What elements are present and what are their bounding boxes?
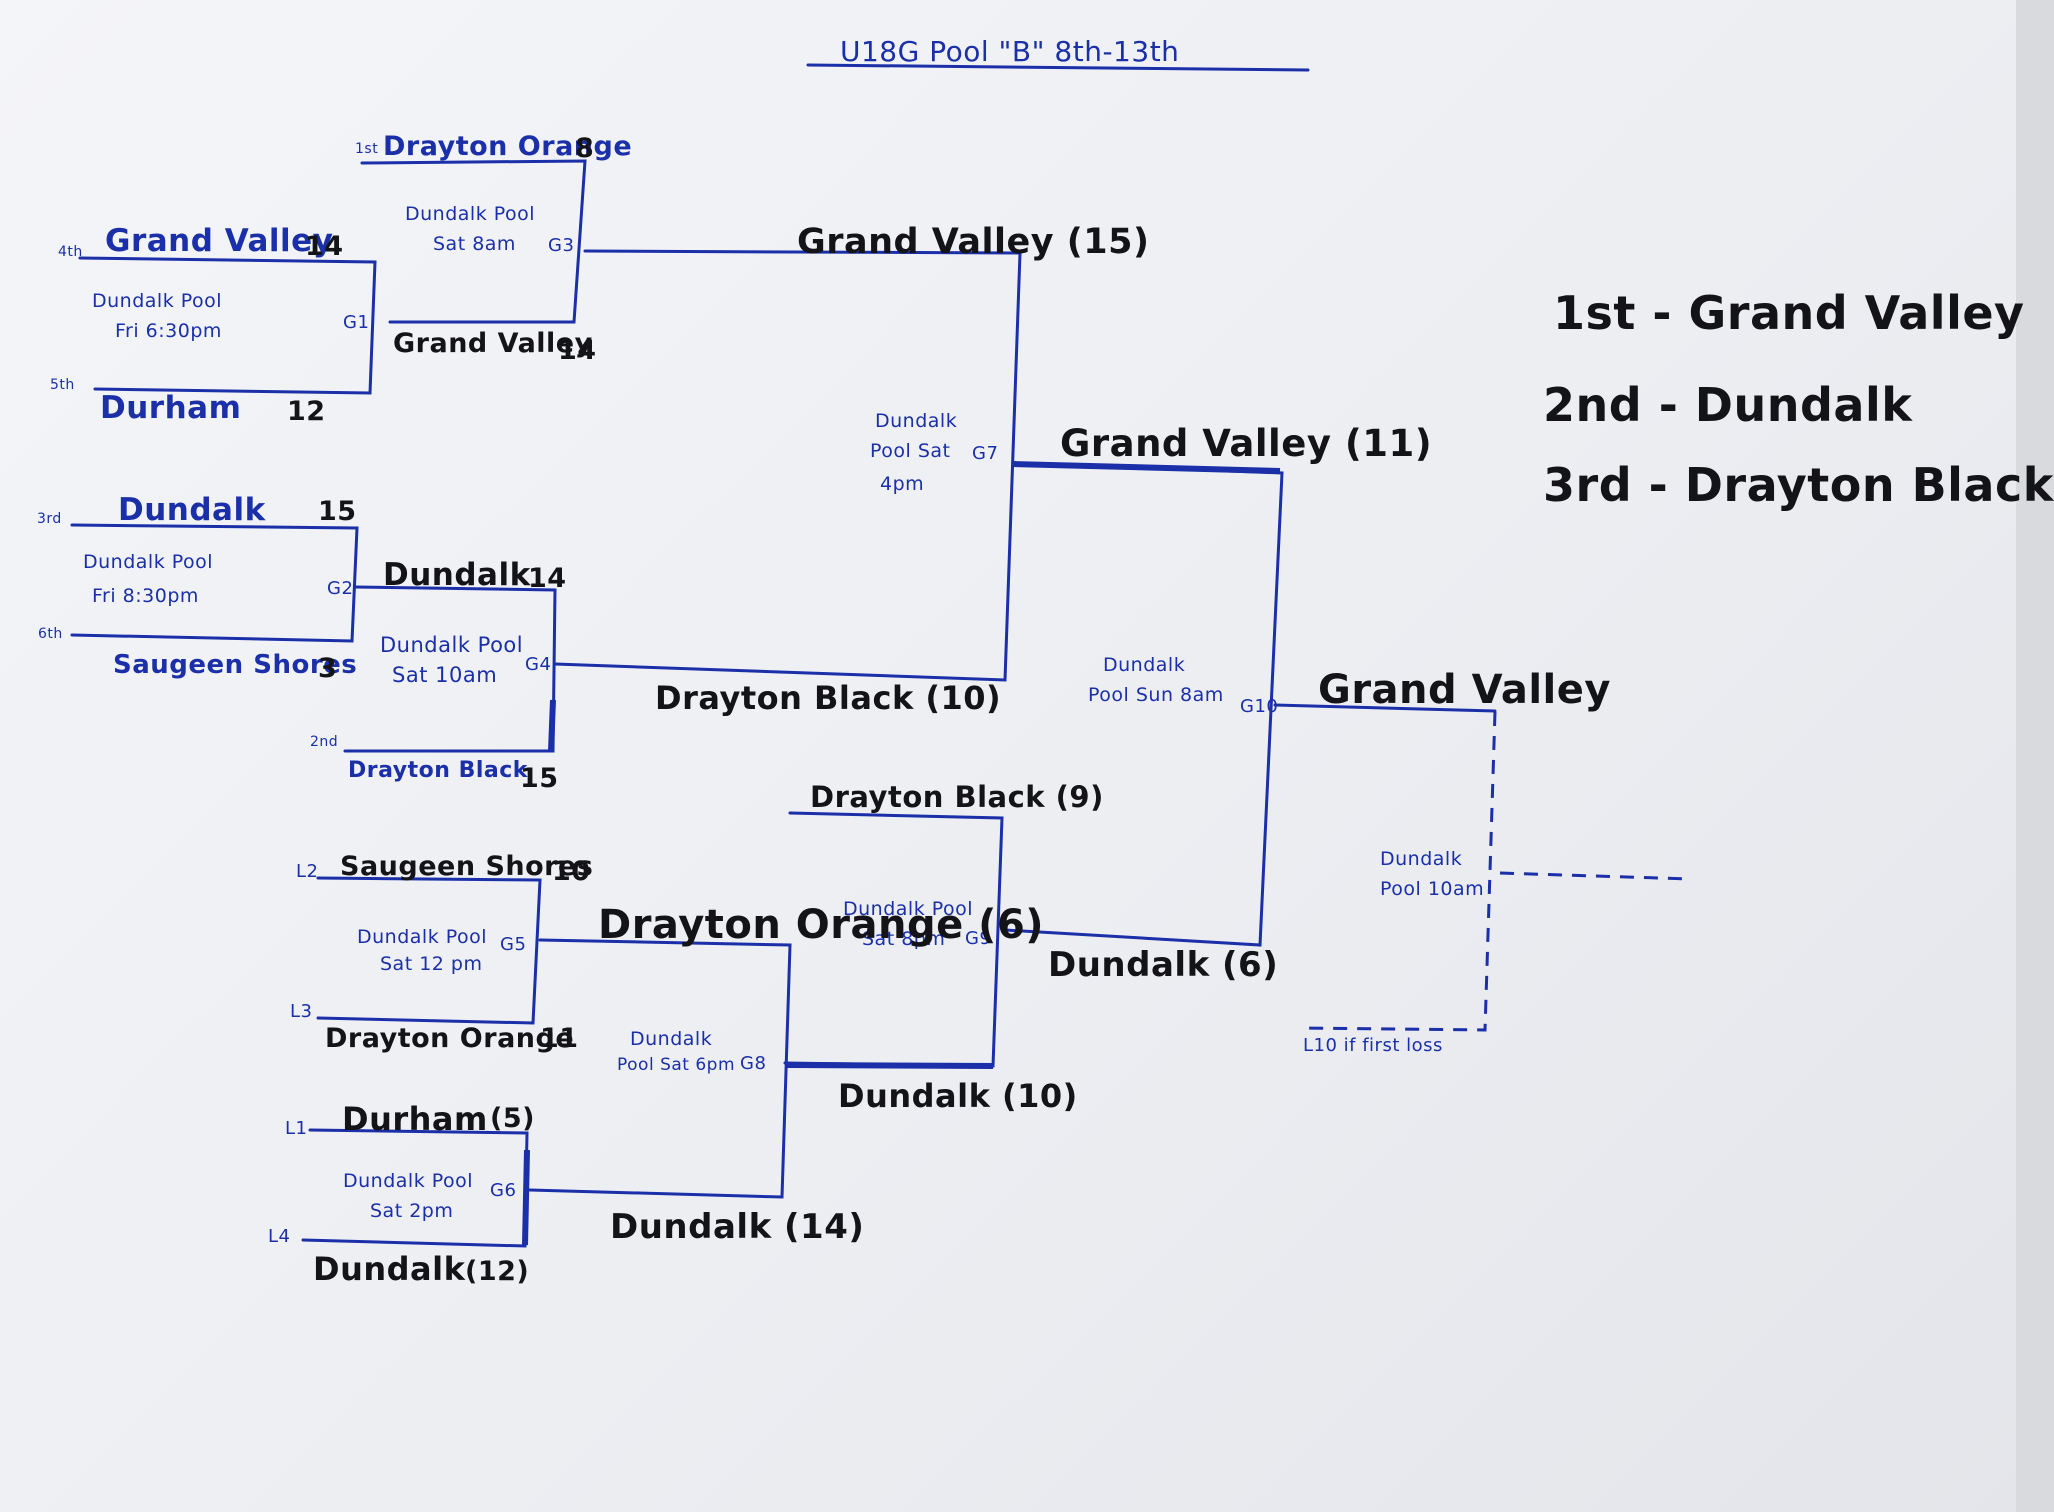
g5-bracket: [316, 876, 542, 1025]
g5-top-label: L2: [296, 861, 319, 882]
g5-time: Sat 12 pm: [380, 953, 483, 975]
g3-label: G3: [548, 235, 575, 256]
result-second: 2nd - Dundalk: [1543, 378, 1913, 432]
g7-venue: Dundalk: [875, 410, 958, 432]
g6-top-label: L1: [285, 1118, 308, 1139]
g2-bracket: [70, 523, 359, 643]
g4-time: Sat 10am: [392, 663, 498, 687]
g4-top-score: 14: [528, 563, 567, 594]
g3-bottom-team: Grand Valley: [393, 328, 593, 359]
g2-venue: Dundalk Pool: [83, 551, 214, 573]
g5-bottom-label: L3: [290, 1001, 313, 1022]
result-first: 1st - Grand Valley: [1553, 286, 2025, 340]
g1-label: G1: [343, 312, 370, 333]
final-dashed-line: [1499, 871, 1691, 881]
final-venue: Dundalk: [1380, 848, 1463, 870]
g8-bracket: [528, 938, 792, 1199]
g5-label: G5: [500, 934, 527, 955]
g4-bracket: [343, 585, 557, 753]
g3-time: Sat 8am: [433, 233, 516, 255]
g1-top-team: Grand Valley: [105, 223, 334, 259]
g10-bottom-team: Dundalk (6): [1048, 945, 1279, 985]
g10-label: G10: [1240, 696, 1279, 717]
g10-venue: Dundalk: [1103, 654, 1186, 676]
g6-time: Sat 2pm: [370, 1200, 454, 1222]
g6-top-team: Durham: [342, 1100, 488, 1138]
g7-time: 4pm: [880, 473, 925, 495]
g2-top-seed: 3rd: [37, 511, 62, 527]
result-third: 3rd - Drayton Black: [1543, 458, 2054, 512]
g6-bottom-label: L4: [268, 1226, 291, 1247]
g6-bottom-score: (12): [465, 1256, 530, 1287]
g2-time: Fri 8:30pm: [92, 585, 199, 607]
g2-label: G2: [327, 578, 354, 599]
g8-line2: Pool Sat 6pm: [617, 1055, 736, 1075]
g6-bottom-team: Dundalk: [313, 1250, 466, 1288]
g4-bottom-team: Drayton Black: [348, 758, 528, 783]
g3-top-score: 8: [575, 133, 595, 164]
g10-line2: Pool Sun 8am: [1088, 684, 1224, 706]
g8-label: G8: [740, 1053, 767, 1074]
g1-bracket: [78, 256, 377, 395]
g1-bottom-team: Durham: [100, 390, 242, 426]
g7-bracket: [553, 249, 1022, 682]
final-winner: Grand Valley: [1318, 667, 1611, 713]
g2-bottom-seed: 6th: [38, 626, 63, 642]
g1-venue: Dundalk Pool: [92, 290, 223, 312]
g7-line2: Pool Sat: [870, 440, 951, 462]
g3-bracket: [360, 159, 587, 324]
g5-top-score: 10: [552, 856, 591, 887]
g8-top-team: Drayton Orange (6): [598, 902, 1045, 948]
final-dashed-bracket: [1299, 711, 1497, 1032]
g6-label: G6: [490, 1180, 517, 1201]
g5-bottom-team: Drayton Orange: [325, 1023, 575, 1054]
final-time: Pool 10am: [1380, 878, 1485, 900]
g4-venue: Dundalk Pool: [380, 633, 524, 657]
g9-label: G9: [965, 928, 992, 949]
g3-venue: Dundalk Pool: [405, 203, 536, 225]
g4-bottom-score: 15: [520, 763, 559, 794]
g9-line2: Sat 8pm: [862, 928, 946, 950]
g2-top-team: Dundalk: [118, 492, 266, 528]
final-line: [1273, 703, 1497, 713]
g3-top-team: Drayton Orange: [383, 131, 633, 162]
g8-bottom-team: Dundalk (14): [610, 1207, 865, 1247]
g4-top-team: Dundalk: [383, 557, 531, 593]
g2-top-score: 15: [318, 496, 357, 527]
g6-venue: Dundalk Pool: [343, 1170, 474, 1192]
g5-bottom-score: 11: [540, 1023, 579, 1054]
g7-label: G7: [972, 443, 999, 464]
g4-bottom-seed: 2nd: [310, 734, 339, 750]
page-title: U18G Pool "B" 8th-13th: [840, 35, 1180, 68]
g7-top-team: Grand Valley (15): [797, 222, 1150, 262]
g1-bottom-score: 12: [287, 396, 326, 427]
g4-label: G4: [525, 654, 552, 675]
g1-top-seed: 4th: [58, 244, 83, 260]
g1-top-score: 14: [305, 231, 344, 262]
g6-top-score: (5): [490, 1103, 535, 1134]
g2-bottom-team: Saugeen Shores: [113, 650, 358, 680]
g9-venue: Dundalk Pool: [843, 898, 974, 920]
g8-venue: Dundalk: [630, 1028, 713, 1050]
g3-top-seed: 1st: [355, 141, 379, 157]
g10-top-team: Grand Valley (11): [1060, 422, 1433, 465]
g2-bottom-score: 3: [318, 653, 338, 684]
g1-time: Fri 6:30pm: [115, 320, 222, 342]
g1-bottom-seed: 5th: [50, 377, 75, 393]
title-underline: [806, 63, 1310, 72]
final-note: L10 if first loss: [1303, 1035, 1443, 1056]
g5-venue: Dundalk Pool: [357, 926, 488, 948]
g3-bottom-score: 14: [558, 335, 597, 366]
g7-bottom-team: Drayton Black (10): [655, 679, 1002, 717]
g9-bottom-team: Dundalk (10): [838, 1077, 1078, 1115]
g9-top-team: Drayton Black (9): [810, 780, 1104, 814]
g5-top-team: Saugeen Shores: [340, 851, 594, 882]
